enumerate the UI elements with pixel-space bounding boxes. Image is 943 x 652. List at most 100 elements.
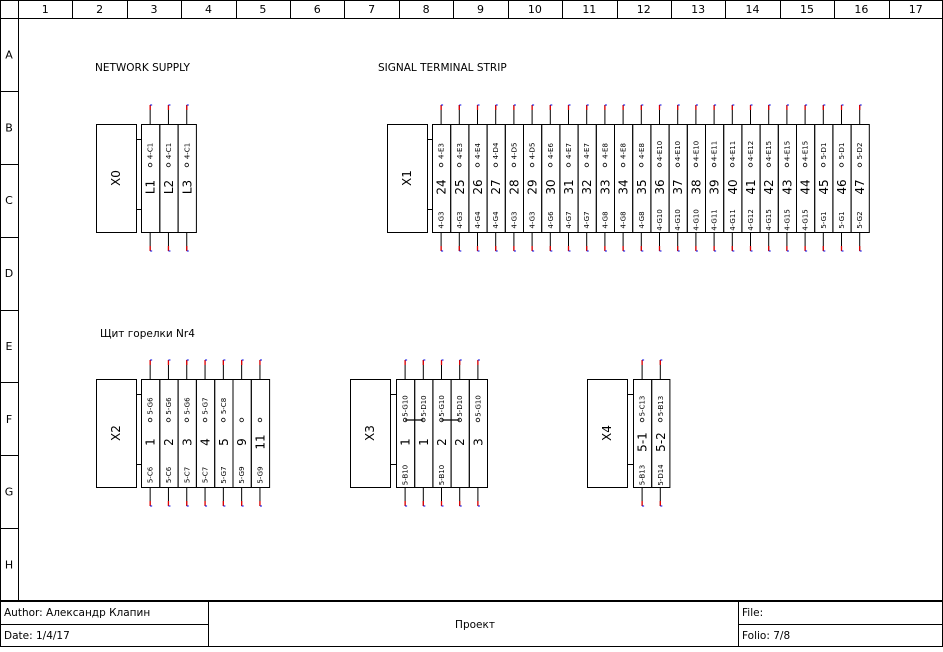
terminal-screw-icon	[475, 162, 480, 168]
row-label: C	[5, 194, 13, 207]
terminal-top-ref: 5-D2	[856, 143, 864, 160]
terminal-body	[177, 124, 197, 233]
terminal-screw-icon	[730, 162, 735, 168]
terminal-screw-icon	[566, 162, 571, 168]
terminal-bottom-ref: 5-C6	[147, 466, 155, 483]
terminal-number: 39	[708, 179, 722, 194]
terminal-screw-icon	[602, 162, 608, 168]
terminal-top-ref: 4-E15	[783, 141, 791, 161]
terminal-top-ref: 5-B13	[657, 396, 665, 416]
terminal-bottom-ref: 4-G10	[692, 209, 700, 231]
terminal-top-ref: 5-G10	[402, 395, 410, 417]
terminal-number: 35	[635, 179, 649, 194]
terminal-number: 2	[162, 438, 176, 446]
terminal-screw-icon	[147, 162, 153, 168]
terminal-bottom-ref: 4-G10	[656, 209, 664, 231]
terminal-top-ref: 5-D1	[838, 143, 846, 160]
row-label: F	[6, 413, 12, 426]
row-label: B	[5, 121, 13, 134]
column-label: 10	[528, 3, 542, 16]
terminal-top-ref: 4-E8	[601, 143, 609, 159]
terminal-top-ref: 5-G7	[202, 397, 210, 414]
block-label: X0	[109, 170, 123, 186]
terminal-screw-icon	[693, 162, 699, 168]
terminal-number: 26	[471, 179, 485, 194]
terminal-top-ref: 4-E3	[456, 143, 464, 159]
terminal-screw-icon	[511, 162, 517, 168]
terminal-bottom-ref: 4-G7	[565, 211, 573, 228]
terminal-number: 24	[435, 179, 449, 194]
terminal-top-ref: 5-D1	[820, 143, 828, 160]
terminal-number: 41	[744, 179, 758, 194]
terminal-bottom-ref: 4-G3	[456, 211, 464, 228]
column-label: 14	[746, 3, 760, 16]
terminal-top-ref: 4-E15	[802, 141, 810, 161]
terminal-bottom-ref: 5-D14	[657, 464, 665, 486]
terminal-number: 43	[780, 179, 794, 194]
terminal-top-ref: 4-E3	[438, 143, 446, 159]
block-label: X1	[400, 170, 414, 186]
terminal-bottom-ref: 4-G8	[601, 211, 609, 228]
column-label: 8	[423, 3, 430, 16]
terminal-screw-icon	[639, 417, 645, 423]
terminal-bottom-ref: 4-G3	[529, 211, 537, 228]
terminal-number: 47	[853, 179, 867, 194]
terminal-bottom-ref: 4-G3	[510, 211, 518, 228]
terminal-screw-icon	[184, 417, 189, 423]
terminal-number: 11	[253, 434, 267, 449]
terminal-screw-icon	[802, 162, 808, 168]
terminal-bottom-ref: 4-G8	[638, 211, 646, 228]
block-label-box	[96, 124, 137, 233]
terminal-number: 44	[799, 179, 813, 194]
terminal-number: 32	[580, 179, 594, 194]
terminal-top-ref: 4-C1	[165, 143, 173, 159]
terminal-bottom-ref: 4-G11	[729, 209, 737, 231]
column-label: 13	[691, 3, 705, 16]
column-label: 5	[259, 3, 266, 16]
terminal-top-ref: 4-C1	[147, 143, 155, 159]
terminal-top-ref: 4-E7	[583, 143, 591, 159]
terminal-number: 30	[544, 179, 558, 194]
terminal-bottom-ref: 5-G1	[820, 211, 828, 228]
terminal-bottom-ref: 4-G15	[802, 209, 810, 231]
terminal-screw-icon	[147, 417, 153, 423]
title-burner-panel: Щит горелки Nr4	[100, 328, 195, 340]
column-label: 16	[854, 3, 868, 16]
terminal-bottom-ref: 5-B13	[639, 465, 647, 485]
terminal-screw-icon	[766, 162, 771, 168]
terminal: 95-G9	[232, 359, 252, 507]
frame-border	[0, 0, 943, 601]
terminal-bottom-ref: 4-G6	[547, 211, 555, 229]
terminal-bottom-ref: 4-G3	[438, 211, 446, 228]
terminal-number: 1	[417, 438, 431, 446]
terminal-block-x2: X25-G615-C65-G625-C65-G635-C75-G745-C75-…	[96, 359, 271, 507]
terminal-bottom-ref: 5-G7	[220, 466, 228, 483]
row-label: E	[6, 340, 13, 353]
terminal-blocks: X04-C1L14-C1L24-C1L3X14-E3244-G34-E3254-…	[96, 104, 870, 507]
block-label-box	[387, 124, 428, 233]
title-network-supply: NETWORK SUPPLY	[95, 62, 191, 74]
terminal-screw-icon	[438, 162, 444, 168]
file-field: File:	[742, 607, 763, 619]
terminal-screw-icon	[475, 417, 481, 423]
terminal-top-ref: 5-G6	[183, 397, 191, 415]
column-label: 7	[368, 3, 375, 16]
terminal-screw-icon	[675, 162, 680, 168]
terminal-screw-icon	[529, 162, 535, 168]
terminal-top-ref: 4-E8	[620, 143, 628, 159]
column-label: 3	[151, 3, 158, 16]
terminal-number: 37	[671, 179, 685, 194]
terminal-number: 42	[762, 179, 776, 194]
terminal-top-ref: 4-C1	[183, 143, 191, 159]
